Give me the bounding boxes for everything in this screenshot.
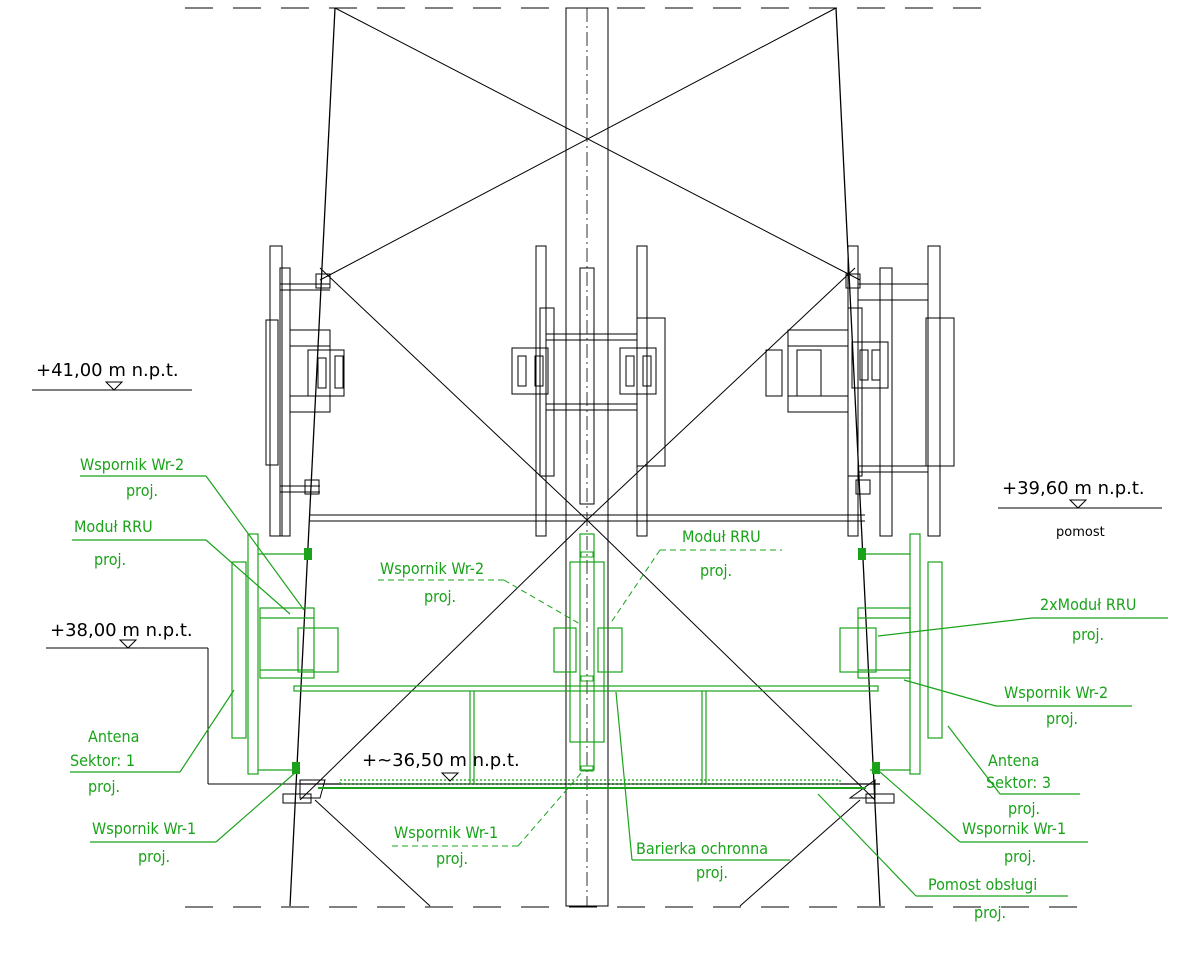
existing-rru bbox=[851, 341, 889, 389]
platform-grating bbox=[339, 779, 841, 785]
label-wspornik-wr1-left: Wspornik Wr-1 bbox=[92, 819, 196, 838]
label-modul-rru-middle: Moduł RRU bbox=[682, 527, 761, 546]
level-41-00: +41,00 m n.p.t. bbox=[36, 360, 179, 381]
rru-module-right bbox=[839, 627, 877, 673]
safety-barrier bbox=[293, 685, 879, 784]
rru-module-left bbox=[297, 627, 339, 673]
existing-rru bbox=[796, 349, 822, 397]
level-39-60: +39,60 m n.p.t. bbox=[1002, 478, 1145, 499]
proposed-antenna-middle bbox=[553, 533, 623, 771]
label-antena-sektor3-line1: Antena bbox=[988, 751, 1039, 770]
bracing bbox=[334, 7, 861, 281]
existing-structure bbox=[185, 7, 1080, 908]
tower-leg-left bbox=[289, 7, 336, 907]
label-modul-rru-left-proj: proj. bbox=[94, 550, 126, 569]
label-modul-rru-left: Moduł RRU bbox=[74, 517, 153, 536]
proposed-antenna-sector-3 bbox=[839, 533, 943, 775]
label-wspornik-wr1-left-proj: proj. bbox=[138, 847, 170, 866]
bracket-bolts bbox=[292, 548, 880, 774]
label-wspornik-wr2-left-proj: proj. bbox=[126, 481, 158, 500]
rru-module-middle bbox=[597, 627, 623, 673]
existing-antenna-middle bbox=[511, 245, 666, 537]
bracing bbox=[586, 267, 856, 521]
existing-rru bbox=[511, 347, 549, 395]
bracing bbox=[299, 519, 588, 801]
label-wspornik-wr2-left: Wspornik Wr-2 bbox=[80, 455, 184, 474]
label-wspornik-wr2-middle: Wspornik Wr-2 bbox=[380, 559, 484, 578]
label-antena-sektor1-line1: Antena bbox=[88, 727, 139, 746]
label-pomost-obslugi: Pomost obsługi bbox=[928, 875, 1037, 894]
leader-lines bbox=[70, 475, 1168, 897]
existing-rru bbox=[619, 347, 657, 395]
bracing bbox=[586, 519, 876, 801]
label-antena-sektor1-line2: Sektor: 1 bbox=[70, 751, 135, 770]
label-barierka-ochronna-proj: proj. bbox=[696, 863, 728, 882]
bracing bbox=[319, 7, 837, 281]
label-2x-modul-rru-right: 2xModuł RRU bbox=[1040, 595, 1136, 614]
label-antena-sektor3-line2: Sektor: 3 bbox=[986, 773, 1051, 792]
existing-rru bbox=[307, 349, 345, 397]
label-wspornik-wr1-middle: Wspornik Wr-1 bbox=[394, 823, 498, 842]
level-38-00: +38,00 m n.p.t. bbox=[50, 620, 193, 641]
label-wspornik-wr2-middle-proj: proj. bbox=[424, 587, 456, 606]
label-wspornik-wr1-right-proj: proj. bbox=[1004, 847, 1036, 866]
label-wspornik-wr1-right: Wspornik Wr-1 bbox=[962, 819, 1066, 838]
label-antena-sektor1-proj: proj. bbox=[88, 777, 120, 796]
label-barierka-ochronna: Barierka ochronna bbox=[636, 839, 768, 858]
existing-antenna-right bbox=[765, 245, 955, 537]
label-wspornik-wr2-right-proj: proj. bbox=[1046, 709, 1078, 728]
label-wspornik-wr2-right: Wspornik Wr-2 bbox=[1004, 683, 1108, 702]
level-36-50: +~36,50 m n.p.t. bbox=[362, 750, 520, 771]
proposed-antenna-sector-1 bbox=[231, 533, 339, 775]
bracing bbox=[319, 267, 588, 521]
proposed-structure bbox=[231, 533, 943, 789]
bracing bbox=[314, 799, 431, 907]
label-antena-sektor3-proj: proj. bbox=[1008, 799, 1040, 818]
existing-antenna-left bbox=[265, 245, 345, 537]
level-39-60-note: pomost bbox=[1056, 525, 1105, 540]
label-wspornik-wr1-middle-proj: proj. bbox=[436, 849, 468, 868]
label-modul-rru-middle-proj: proj. bbox=[700, 561, 732, 580]
level-marks bbox=[32, 381, 1162, 785]
label-2x-modul-rru-right-proj: proj. bbox=[1072, 625, 1104, 644]
label-pomost-obslugi-proj: proj. bbox=[974, 903, 1006, 922]
